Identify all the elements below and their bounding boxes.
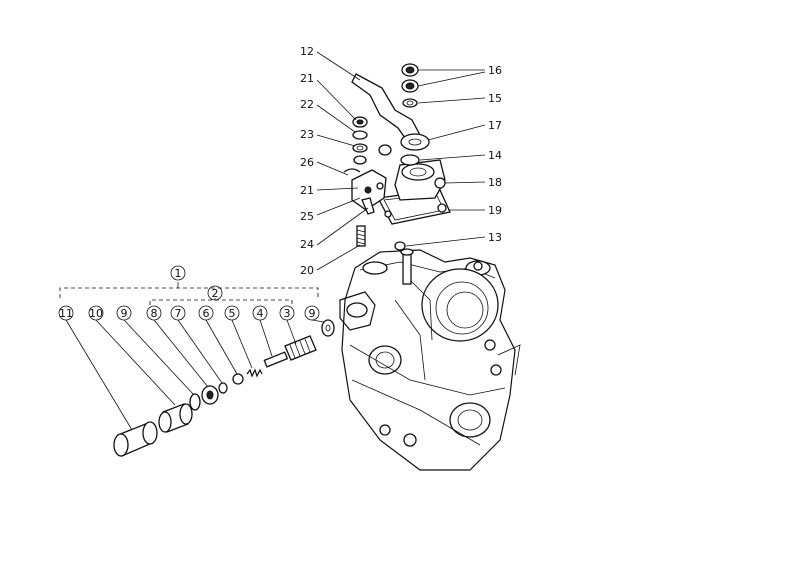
label-13: 13 xyxy=(488,231,502,244)
washer-22 xyxy=(352,130,368,140)
callout-7: 7 xyxy=(170,305,186,321)
washer-15 xyxy=(402,98,418,108)
label-22: 22 xyxy=(300,98,314,111)
callout-6: 6 xyxy=(198,305,214,321)
ball-7 xyxy=(218,382,228,394)
label-6: 6 xyxy=(203,307,210,320)
shift-shaft xyxy=(402,251,412,285)
selector-assembly xyxy=(343,63,451,251)
pin-13 xyxy=(394,241,406,251)
housing-bore xyxy=(421,268,499,342)
label-26: 26 xyxy=(300,156,314,169)
label-5: 5 xyxy=(229,307,236,320)
callout-3: 3 xyxy=(279,305,295,321)
callout-9a: 9 xyxy=(116,305,132,321)
group-brackets xyxy=(59,282,319,305)
label-2: 2 xyxy=(212,287,219,300)
callout-11: 11 xyxy=(58,305,74,321)
callout-1: 1 xyxy=(170,265,186,281)
callout-10: 10 xyxy=(88,305,104,321)
turret-top xyxy=(401,163,435,181)
label-19: 19 xyxy=(488,204,502,217)
label-24: 24 xyxy=(300,238,314,251)
label-21b: 21 xyxy=(300,184,314,197)
washer-9 xyxy=(189,393,201,411)
spring-20 xyxy=(356,225,366,247)
plunger-4 xyxy=(263,351,289,368)
label-4: 4 xyxy=(257,307,264,320)
bushing-17 xyxy=(400,133,430,151)
washer-9b xyxy=(321,319,335,337)
label-18: 18 xyxy=(488,176,502,189)
label-9a: 9 xyxy=(121,307,128,320)
spring-5 xyxy=(246,368,263,378)
gearbox-housing xyxy=(339,248,521,471)
label-11: 11 xyxy=(59,307,73,320)
label-23: 23 xyxy=(300,128,314,141)
label-7: 7 xyxy=(175,307,182,320)
cap-11 xyxy=(113,421,158,457)
label-10: 10 xyxy=(89,307,103,320)
label-8: 8 xyxy=(151,307,158,320)
leader-lines xyxy=(65,51,486,431)
label-12: 12 xyxy=(300,45,314,58)
callout-5: 5 xyxy=(224,305,240,321)
part-6 xyxy=(232,373,244,385)
label-15: 15 xyxy=(488,92,502,105)
callout-4: 4 xyxy=(252,305,268,321)
callout-9b: 9 xyxy=(304,305,320,321)
housing-pad xyxy=(362,261,388,275)
plunger-assembly xyxy=(113,319,335,457)
threaded-bolt-3 xyxy=(284,335,317,361)
label-14: 14 xyxy=(488,149,502,162)
sleeve-10 xyxy=(158,403,193,433)
ring-14 xyxy=(400,154,420,166)
clip-26 xyxy=(343,168,361,173)
label-21a: 21 xyxy=(300,72,314,85)
label-9b: 9 xyxy=(309,307,316,320)
label-16: 16 xyxy=(488,64,502,77)
callout-2: 2 xyxy=(207,285,223,301)
callout-8: 8 xyxy=(146,305,162,321)
label-1: 1 xyxy=(175,267,182,280)
label-25: 25 xyxy=(300,210,314,223)
label-3: 3 xyxy=(284,307,291,320)
label-20: 20 xyxy=(300,264,314,277)
label-17: 17 xyxy=(488,119,502,132)
callout-labels: 1 2 11 10 9 8 7 6 xyxy=(58,45,502,321)
washer-23 xyxy=(352,143,368,153)
